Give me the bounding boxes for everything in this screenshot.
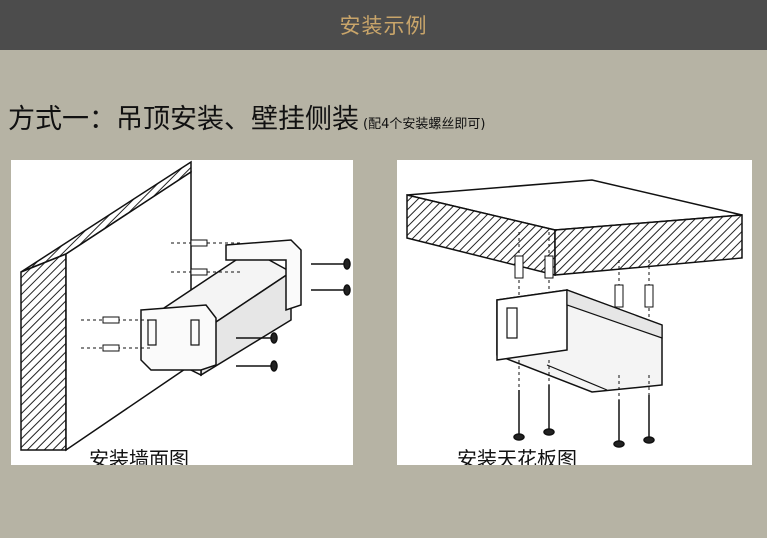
header-title: 安装示例	[339, 14, 428, 38]
section-heading: 方式一：吊顶安装、壁挂侧装 (配4个安装螺丝即可)	[8, 97, 485, 137]
ceiling-mount-illustration	[406, 179, 743, 448]
wall-mount-figure: 安装墙面图	[11, 160, 353, 465]
section-note: (配4个安装螺丝即可)	[363, 117, 486, 132]
section-title: 方式一：吊顶安装、壁挂侧装	[8, 104, 359, 135]
ceiling-mount-caption: 安装天花板图	[457, 447, 577, 465]
ceiling-side	[554, 214, 743, 276]
back-plate	[225, 239, 302, 312]
wall-mount-illustration	[20, 160, 351, 452]
wall-side	[20, 252, 67, 451]
front-plate	[140, 304, 217, 371]
ceiling-mount-figure: 安装天花板图	[397, 160, 752, 465]
wall-mount-caption: 安装墙面图	[89, 447, 189, 465]
header-bar: 安装示例	[0, 0, 767, 50]
